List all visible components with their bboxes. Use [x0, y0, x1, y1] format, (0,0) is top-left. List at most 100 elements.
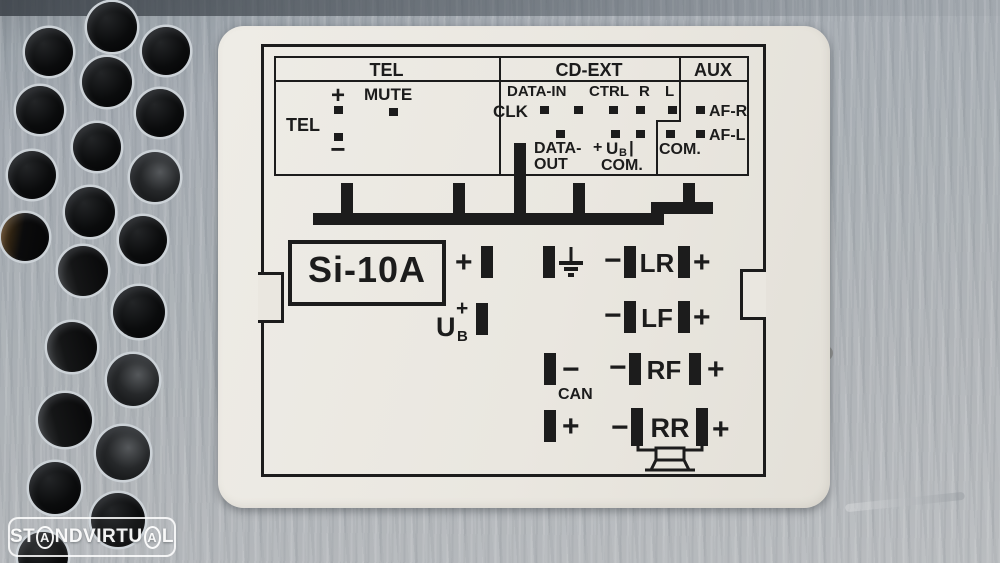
cdext-ub-sub-label: B [619, 147, 627, 159]
connector-pin [540, 106, 549, 114]
lr-minus-sign: − [604, 244, 622, 277]
aux-af-l-label: AF-L [709, 127, 746, 144]
ground-icon [559, 247, 583, 277]
key-notch-left [258, 272, 284, 323]
aux-com-label: COM. [659, 141, 701, 158]
battery-plus-sign: + [455, 246, 473, 279]
vent-hole [47, 322, 97, 372]
terminal-bar [476, 303, 488, 335]
terminal-bar [696, 408, 708, 446]
wiring-comb-step [651, 202, 713, 214]
vent-hole [119, 216, 167, 264]
header-tel: TEL [369, 60, 404, 80]
ub-plus-sign: + [456, 297, 469, 320]
cdext-ub-plus-sign: + [593, 139, 603, 156]
ub-sub-label: B [457, 328, 468, 345]
terminal-bar [624, 301, 636, 333]
wiring-comb-tooth [683, 183, 695, 204]
rf-plus-sign: + [707, 353, 725, 386]
circled-a-icon: A [143, 525, 161, 549]
terminal-bar [629, 353, 641, 385]
cdext-com-label: COM. [601, 157, 643, 174]
terminal-bar [678, 301, 690, 333]
cdext-data-out-label-2: OUT [534, 156, 568, 173]
terminal-bar [624, 246, 636, 278]
rf-speaker-label: RF [646, 355, 682, 385]
connector-pin [389, 108, 398, 116]
cdext-data-out-label-1: DATA- [534, 140, 582, 157]
vent-hole [38, 393, 92, 447]
cdext-aux-divider-lower [656, 120, 658, 176]
wiring-comb-tooth [341, 183, 353, 215]
can-plus-sign: + [562, 410, 580, 443]
watermark-text: ST [10, 526, 36, 547]
connector-table [274, 56, 749, 176]
lf-minus-sign: − [604, 299, 622, 332]
panel-top-edge [0, 0, 1000, 16]
terminal-bar [689, 353, 701, 385]
lf-speaker-label: LF [641, 303, 673, 333]
wiring-comb-tooth [453, 183, 465, 215]
vent-hole [113, 286, 165, 338]
table-header-divider [274, 80, 749, 82]
diagram-border [261, 44, 766, 477]
aux-af-r-label: AF-R [709, 103, 748, 120]
connector-pin [334, 133, 343, 141]
vent-hole [87, 2, 137, 52]
cdext-data-in-label: DATA-IN [507, 83, 567, 100]
terminal-bar [481, 246, 493, 278]
connector-pin [668, 106, 677, 114]
rr-minus-sign: − [611, 411, 629, 444]
vent-hole [82, 57, 132, 107]
terminal-bar [678, 246, 690, 278]
vent-hole [1, 213, 49, 261]
cdext-clk-label: CLK [493, 102, 528, 121]
vent-hole [107, 354, 159, 406]
terminal-bar [543, 246, 555, 278]
vent-hole [142, 27, 190, 75]
vent-hole [29, 462, 81, 514]
vent-hole [96, 426, 150, 480]
speaker-icon [636, 444, 704, 472]
cdext-ub-bar: | [629, 138, 634, 157]
key-notch-right [740, 269, 766, 320]
vent-hole [58, 246, 108, 296]
connector-pin [334, 106, 343, 114]
vent-hole [73, 123, 121, 171]
connector-pin [636, 130, 645, 138]
watermark-text: L [161, 526, 174, 547]
rr-plus-sign: + [712, 413, 730, 446]
wiring-comb-tooth-tall [514, 143, 526, 215]
cdext-ub-label: U [606, 139, 619, 158]
tel-minus-sign: − [330, 134, 346, 164]
connector-pin [556, 130, 565, 138]
fuse-label: Si-10A [307, 249, 427, 290]
cdext-l-label: L [665, 83, 675, 100]
rr-speaker-label: RR [650, 413, 690, 443]
vent-hole [65, 187, 115, 237]
can-minus-sign: − [562, 353, 580, 386]
cdext-r-label: R [639, 83, 650, 100]
header-cdext: CD-EXT [555, 60, 623, 80]
header-aux: AUX [693, 60, 732, 80]
vent-hole [91, 493, 145, 547]
vent-hole [8, 151, 56, 199]
lr-plus-sign: + [693, 246, 711, 279]
tel-cdext-divider [499, 56, 501, 176]
tel-mute-label: MUTE [364, 85, 413, 104]
connector-pin [696, 106, 705, 114]
rf-minus-sign: − [609, 351, 627, 384]
cdext-aux-divider-upper [679, 56, 681, 122]
ub-label: U [436, 312, 456, 342]
lr-speaker-label: LR [639, 248, 675, 278]
vent-hole [130, 152, 180, 202]
terminal-bar [544, 353, 556, 385]
circled-a-icon: A [36, 525, 54, 549]
lf-plus-sign: + [693, 301, 711, 334]
watermark-text: NDVIRTU [54, 526, 143, 547]
wiring-comb-tooth [573, 183, 585, 215]
vent-hole [136, 89, 184, 137]
cdext-aux-divider-step [656, 120, 681, 122]
